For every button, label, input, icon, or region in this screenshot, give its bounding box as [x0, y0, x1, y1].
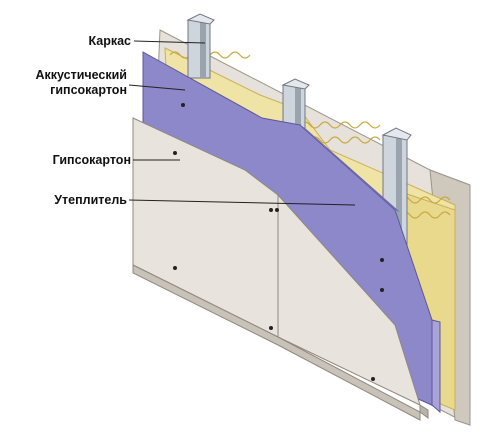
- acoustic-drywall-label-line2: гипсокартон: [50, 83, 127, 97]
- leader-lines: [128, 40, 356, 206]
- drywall-label-text: Гипсокартон: [52, 153, 131, 167]
- insulation-label-text: Утеплитель: [54, 193, 127, 207]
- acoustic-drywall-label: Аккустический гипсокартон: [5, 68, 127, 98]
- acoustic-drywall-label-line1: Аккустический: [35, 68, 127, 82]
- stud-1: [186, 13, 215, 79]
- frame-label-text: Каркас: [88, 34, 131, 48]
- frame-label: Каркас: [55, 34, 131, 49]
- drywall-label: Гипсокартон: [20, 153, 131, 168]
- insulation-label: Утеплитель: [20, 193, 127, 208]
- front-drywall-sheet: [132, 117, 429, 421]
